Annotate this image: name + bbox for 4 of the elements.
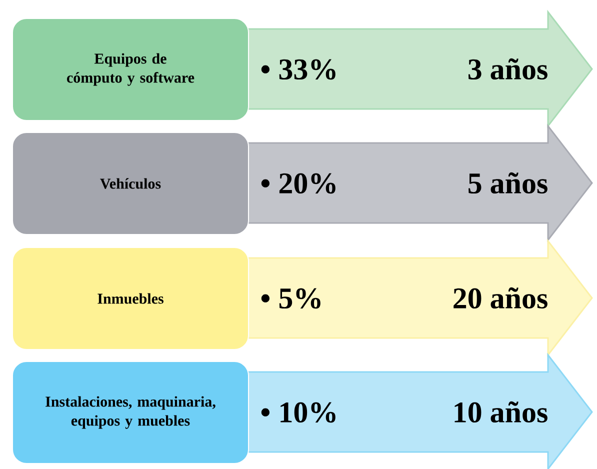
label-box: Equipos de cómputo y software — [12, 18, 249, 121]
label-box: Vehículos — [12, 132, 249, 235]
label-box: Instalaciones, maquinaria, equipos y muebles — [12, 361, 249, 464]
label-box: Inmuebles — [12, 247, 249, 350]
